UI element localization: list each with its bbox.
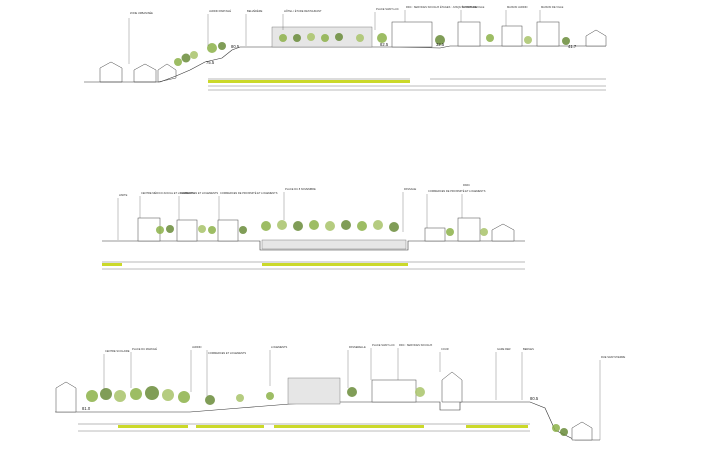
house-s1-b (133, 63, 157, 83)
building-s1-r2 (501, 25, 523, 47)
elevation-s1-3: 32.5 (436, 42, 445, 47)
label-s2-5: PASSAGE (404, 187, 416, 191)
label-s2-3: COMMERCES DE PROXIMITÉ ET LOGEMENTS (220, 190, 278, 195)
station-building (441, 371, 463, 403)
label-s3-1: PLACE DU MARCHÉ (132, 346, 157, 351)
label-s3-6: PLACE SAINT-LUC (372, 343, 395, 347)
label-s1-7: MAISON JARDIN (507, 5, 527, 9)
elevation-s1-4: 41.7 (568, 44, 577, 49)
elevation-s1-0: 75.5 (206, 60, 215, 65)
label-s3-2: JARDIN (192, 345, 201, 349)
label-s3-7: RDC : SERVICES SOCIAUX (399, 343, 433, 347)
label-s1-4: PLACE SAINT-LUC (376, 7, 399, 11)
section-2: LIMITE CENTRE MÉDICO-SOCIAL ET LOGEMENTS… (102, 183, 525, 270)
label-s1-6: MAISON DE VILLE (462, 5, 485, 9)
label-s3-11: RUE SAINT-PIERRE (601, 355, 625, 359)
label-s3-5: PASSERELLE (349, 345, 366, 349)
house-s3-b (571, 421, 593, 441)
building-s2-4 (424, 227, 446, 242)
plan-strip-s1 (208, 78, 606, 91)
elevation-s3-1: 80.5 (530, 396, 539, 401)
ground-line-s1 (84, 45, 606, 83)
label-s2-2: COMMERCES ET LOGEMENTS (180, 191, 218, 195)
section-3: CENTRE SCOLAIRE PLACE DU MARCHÉ JARDIN C… (55, 343, 625, 441)
label-s2-4: PLACE DU 8 NOVEMBRE (285, 187, 316, 191)
label-s2-7: PARC (463, 183, 470, 187)
house-s1-d (585, 29, 607, 47)
label-s1-5: RDC : SERVICES SOCIAUX ÉTAGES : JUSQU'À … (406, 4, 478, 9)
building-s2-5 (457, 217, 481, 242)
trees-s3 (86, 386, 568, 436)
green-band-s3-c (274, 425, 424, 428)
label-s1-8: MAISON DE VILLE (541, 5, 564, 9)
label-s2-6: COMMERCES DE PROXIMITÉ ET LOGEMENTS (428, 188, 486, 193)
green-band-s2-a (102, 263, 122, 266)
green-band-s2-b (262, 263, 408, 266)
elevation-s1-2: 82.5 (380, 42, 389, 47)
green-band-s3-d (466, 425, 528, 428)
house-s3-a (55, 381, 77, 413)
trees-s2 (156, 220, 488, 236)
building-s1-r1 (457, 21, 481, 47)
leaders-s1 (128, 10, 541, 64)
building-s1-r3 (536, 21, 560, 47)
ground-line-s3 (55, 401, 600, 441)
label-s3-9: GARE RER (497, 347, 511, 351)
house-s1-a (99, 61, 123, 83)
label-s3-3: COMMERCES ET LOGEMENTS (208, 351, 246, 355)
underground-parking-s2 (261, 239, 407, 250)
label-s1-3: HÔTEL / ÉTUDE RESTAURANT (284, 8, 322, 13)
building-s3-mid (371, 379, 417, 403)
green-band-s1 (208, 80, 410, 83)
elevation-s3-0: 81.0 (82, 406, 91, 411)
label-s3-8: COUR (441, 347, 449, 351)
building-s1-mid (391, 21, 433, 48)
house-s2 (491, 223, 515, 242)
leaders-s3 (103, 348, 601, 440)
green-band-s3-b (196, 425, 264, 428)
plan-strip-s2 (102, 261, 525, 270)
label-s3-0: CENTRE SCOLAIRE (105, 349, 130, 353)
label-s2-1: CENTRE MÉDICO-SOCIAL ET LOGEMENTS (141, 190, 194, 195)
label-s3-4: LOGEMENTS (271, 345, 288, 349)
plan-strip-s3 (78, 423, 530, 432)
label-s1-0: ZONE URBANISÉE (130, 10, 153, 15)
leaders-s2 (117, 192, 463, 240)
trees-s1 (174, 33, 570, 66)
glass-building-s3 (287, 377, 341, 405)
elevation-s1-1: 80.5 (231, 44, 240, 49)
section-1: ZONE URBANISÉE JARDIN PARTAGÉ BELVÉDÈRE … (84, 4, 607, 91)
green-band-s3-a (118, 425, 188, 428)
label-s1-2: BELVÉDÈRE (247, 8, 263, 13)
label-s3-10: BERGES (523, 347, 534, 351)
label-s2-0: LIMITE (119, 193, 128, 197)
label-s1-1: JARDIN PARTAGÉ (209, 8, 231, 13)
building-s2-3 (217, 219, 239, 242)
building-s2-2 (176, 219, 198, 242)
